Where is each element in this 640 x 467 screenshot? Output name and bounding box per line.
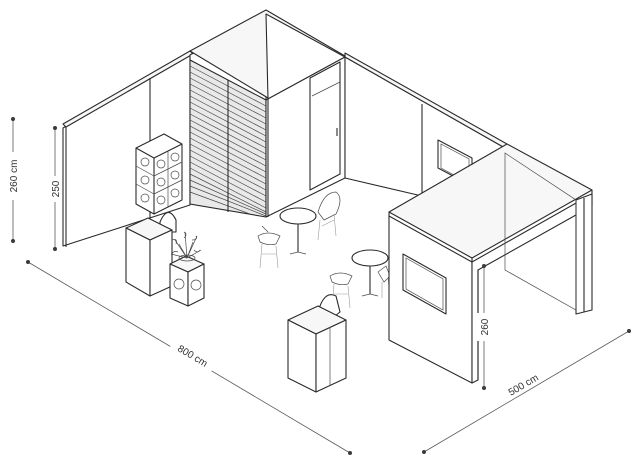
table-set-1 bbox=[257, 191, 341, 269]
dimension-label-total-height: 260 cm bbox=[9, 160, 20, 193]
chair-icon bbox=[317, 191, 341, 241]
plant-icon bbox=[170, 231, 202, 262]
cube-shelf-unit bbox=[135, 133, 183, 215]
table-set-2 bbox=[329, 249, 391, 309]
chair-icon bbox=[377, 265, 391, 298]
dimension-label-length: 800 cm bbox=[175, 343, 209, 369]
dimension-wall-height: 250 bbox=[49, 126, 62, 251]
meeting-cabin bbox=[388, 143, 593, 384]
cabin-slats bbox=[189, 65, 267, 217]
chair-icon bbox=[257, 225, 281, 269]
dimension-cabin-height: 260 bbox=[477, 264, 491, 390]
dimension-total-height: 260 cm bbox=[6, 117, 20, 243]
counter-front bbox=[287, 294, 347, 393]
plant-pedestal bbox=[169, 231, 205, 307]
storage-cabin bbox=[189, 9, 346, 218]
dimension-label-cabin-height: 260 bbox=[480, 318, 491, 335]
dimension-label-wall-height: 250 bbox=[51, 180, 62, 197]
counter-left bbox=[125, 211, 177, 297]
cabin-right-posts bbox=[575, 193, 593, 315]
cabin-door bbox=[309, 61, 341, 191]
dimension-label-depth: 500 cm bbox=[507, 373, 541, 399]
wall-screen-front bbox=[402, 253, 447, 315]
